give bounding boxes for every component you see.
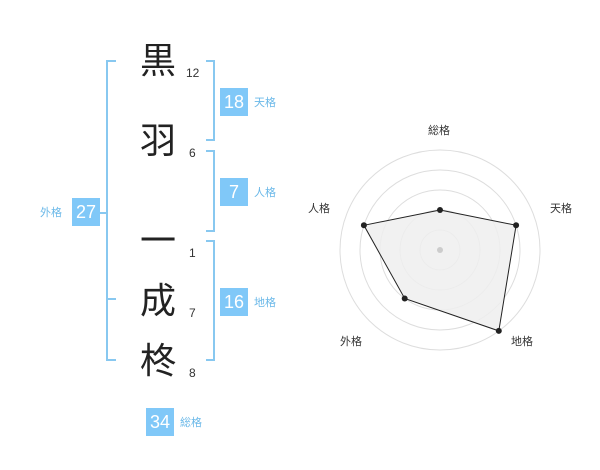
gaikaku-connector [100,212,107,214]
stroke-count-5: 8 [189,366,196,380]
radar-chart [339,149,541,351]
jinkaku-label: 人格 [254,186,276,199]
gaikaku-bracket [106,60,116,361]
chikaku-bracket [206,240,215,361]
name-char-4: 成 [139,281,176,322]
radar-points [360,207,520,334]
stroke-count-3: 1 [189,246,196,260]
radar-center-dot [437,247,443,253]
radar-ring [359,169,521,331]
chikaku-label: 地格 [254,296,276,309]
tenkaku-label: 天格 [254,96,276,109]
radar-axis-label-gaikaku: 外格 [340,335,362,348]
chikaku-value-badge: 16 [220,288,248,316]
name-char-1: 黒 [139,41,176,82]
radar-axis-label-jinkaku: 人格 [308,202,330,215]
name-char-2: 羽 [139,121,176,162]
stroke-count-2: 6 [189,146,196,160]
radar-polygon [363,209,517,332]
gaikaku-value-badge: 27 [72,198,100,226]
name-char-5: 柊 [139,341,176,382]
jinkaku-bracket [206,150,215,232]
gaikaku-label: 外格 [40,206,62,219]
radar-point [360,222,367,229]
radar-axis-label-tenkaku: 天格 [550,202,572,215]
gaikaku-bracket-tick [106,298,116,300]
soukaku-value-badge: 34 [146,408,174,436]
stroke-count-1: 12 [186,66,200,80]
radar-axis-label-chikaku: 地格 [511,335,533,348]
name-char-3: 一 [139,221,176,262]
radar-point [437,207,443,213]
radar-ring [339,149,541,351]
tenkaku-bracket [206,60,215,141]
radar-point [495,327,502,334]
stroke-count-4: 7 [189,306,196,320]
radar-point [513,222,520,229]
soukaku-label: 総格 [180,416,202,429]
radar-axis-label-soukaku: 総格 [428,124,450,137]
tenkaku-value-badge: 18 [220,88,248,116]
jinkaku-value-badge: 7 [220,178,248,206]
radar-point [401,295,408,302]
